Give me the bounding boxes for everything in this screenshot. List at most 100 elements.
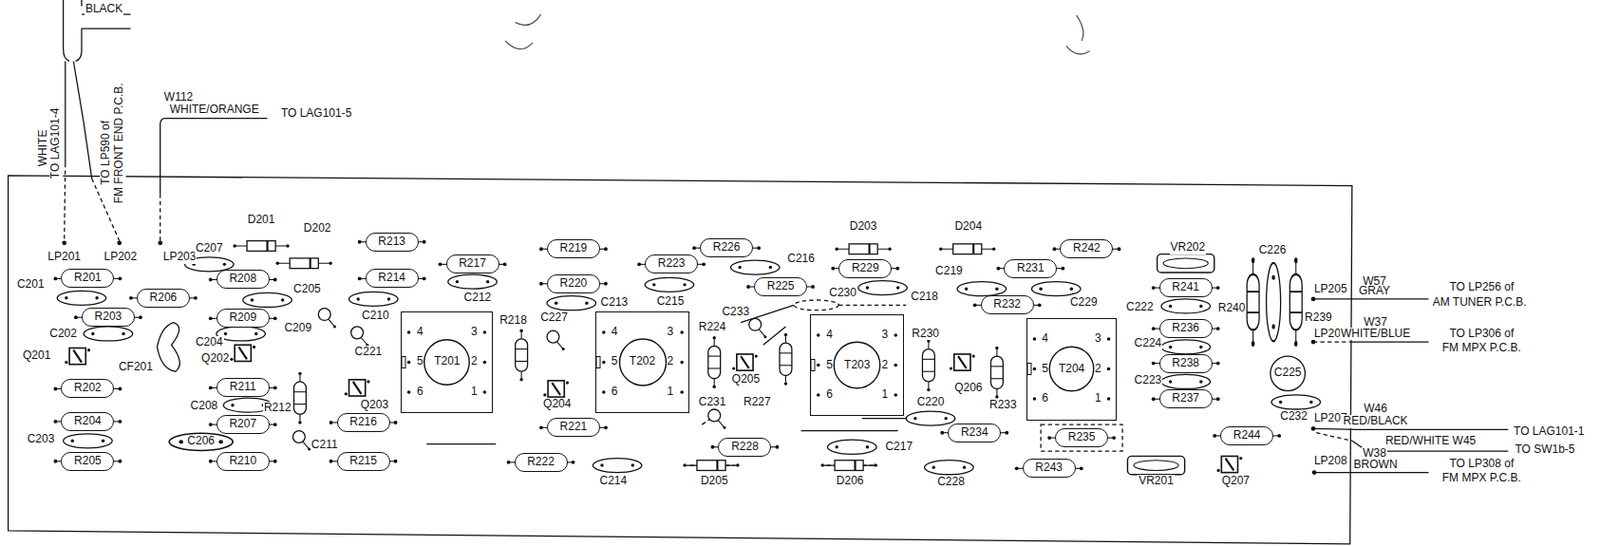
solder-pad — [273, 459, 278, 464]
part-label: TO LAG101-1 — [1512, 425, 1585, 439]
resistor-body: R244 — [1220, 426, 1274, 446]
pin-dot — [679, 330, 684, 335]
pin-dot — [483, 330, 488, 335]
pin-dot — [894, 363, 899, 368]
transistor-symbol — [64, 347, 91, 364]
part-label: VR202 — [1169, 241, 1207, 255]
pin-dot — [1107, 367, 1111, 372]
solder-pad — [329, 459, 334, 464]
solder-pad — [507, 460, 511, 465]
part-number: T202 — [629, 356, 656, 369]
resistor-body: R226 — [699, 238, 753, 258]
solder-pad — [117, 276, 122, 281]
pin-number: 5 — [826, 358, 833, 372]
part-label: R218 — [498, 314, 528, 328]
solder-pad — [208, 385, 213, 390]
resistor-body: R219 — [546, 239, 601, 259]
solder-pad — [571, 460, 576, 465]
capacitor-symbol — [730, 260, 780, 275]
pin-number: 2 — [1094, 362, 1102, 376]
solder-pad — [603, 425, 608, 430]
part-label: W112 — [163, 91, 194, 105]
resistor-symbol — [779, 333, 792, 386]
pin-number: 2 — [470, 356, 478, 369]
solder-pad — [329, 420, 334, 425]
resistor-body: R232 — [980, 295, 1035, 315]
pin-number: 5 — [1041, 362, 1049, 376]
pin-number: 6 — [416, 385, 424, 398]
solder-pad — [1216, 396, 1221, 401]
resistor-symbol — [1246, 257, 1260, 347]
capacitor-symbol — [63, 433, 113, 449]
part-label: Q203 — [359, 398, 390, 413]
solder-pad — [273, 278, 278, 283]
part-label: TO LP590 of — [99, 119, 113, 187]
part-number: R202 — [74, 380, 102, 395]
resistor-body: R237 — [1159, 389, 1213, 409]
solder-pad — [756, 245, 761, 250]
solder-pad — [1111, 435, 1116, 440]
resistor-body: R238 — [1159, 354, 1213, 374]
part-number: R236 — [1171, 320, 1200, 335]
capacitor-symbol — [1271, 395, 1321, 410]
part-label: TO LP256 of — [1448, 281, 1515, 295]
pin-dot — [1033, 367, 1037, 372]
pin-dot — [407, 359, 412, 364]
part-number: R244 — [1233, 428, 1262, 442]
part-label: C229 — [1069, 296, 1099, 310]
core-circle — [833, 341, 881, 389]
capacitor-symbol — [1031, 282, 1081, 297]
part-label: RED/BLACK — [1342, 414, 1410, 429]
pcb-outline — [8, 175, 1353, 545]
capacitor-symbol — [592, 458, 642, 473]
solder-pads — [61, 240, 1317, 475]
trace — [426, 304, 906, 444]
pin-number: 5 — [611, 356, 619, 369]
part-number: R210 — [228, 453, 257, 468]
part-label: LP202 — [102, 250, 138, 264]
solder-pad — [357, 240, 362, 245]
transistor-symbol — [949, 354, 976, 371]
part-label: C222 — [1125, 301, 1155, 315]
part-number: R209 — [228, 310, 257, 324]
capacitor-symbol — [1266, 263, 1281, 342]
solder-pad — [746, 284, 751, 289]
part-label: LP205 — [1313, 282, 1349, 297]
solder-pad — [53, 459, 57, 464]
pin-number: 5 — [416, 356, 424, 369]
resistor-body: R210 — [216, 451, 270, 471]
resistor-body: R231 — [1003, 259, 1057, 279]
solder-pad — [208, 316, 213, 320]
resistor-symbol — [922, 338, 935, 392]
cable — [63, 0, 132, 61]
part-label: C221 — [354, 345, 384, 359]
capacitor-symbol — [448, 274, 498, 289]
resistor-body: R221 — [546, 417, 601, 437]
part-number: R205 — [74, 453, 102, 468]
part-label: R239 — [1303, 311, 1334, 325]
solder-pad — [1277, 433, 1281, 438]
solder-pad — [1216, 361, 1221, 366]
solder-pad — [129, 296, 133, 301]
part-number: R211 — [229, 379, 257, 394]
part-label: C204 — [194, 336, 225, 350]
resistor-body: R215 — [337, 451, 391, 471]
part-label: C231 — [697, 395, 728, 410]
part-number: R214 — [377, 270, 406, 284]
vertical-resistors — [293, 254, 1302, 475]
solder-pad — [273, 422, 278, 427]
part-label: C218 — [909, 290, 940, 304]
resistor-body: R217 — [446, 254, 500, 274]
solder-pad — [193, 296, 198, 301]
filter-symbol — [156, 322, 180, 373]
capacitor-symbol — [546, 296, 597, 311]
capacitor-symbol — [243, 292, 293, 307]
part-number: R215 — [349, 453, 377, 468]
resistor-body: R241 — [1159, 278, 1213, 298]
part-label: C209 — [282, 321, 313, 336]
capacitor-symbol — [169, 432, 233, 451]
part-label: C208 — [189, 399, 220, 414]
resistor-body: R220 — [546, 274, 601, 294]
part-label: TO LP308 of — [1448, 457, 1515, 471]
